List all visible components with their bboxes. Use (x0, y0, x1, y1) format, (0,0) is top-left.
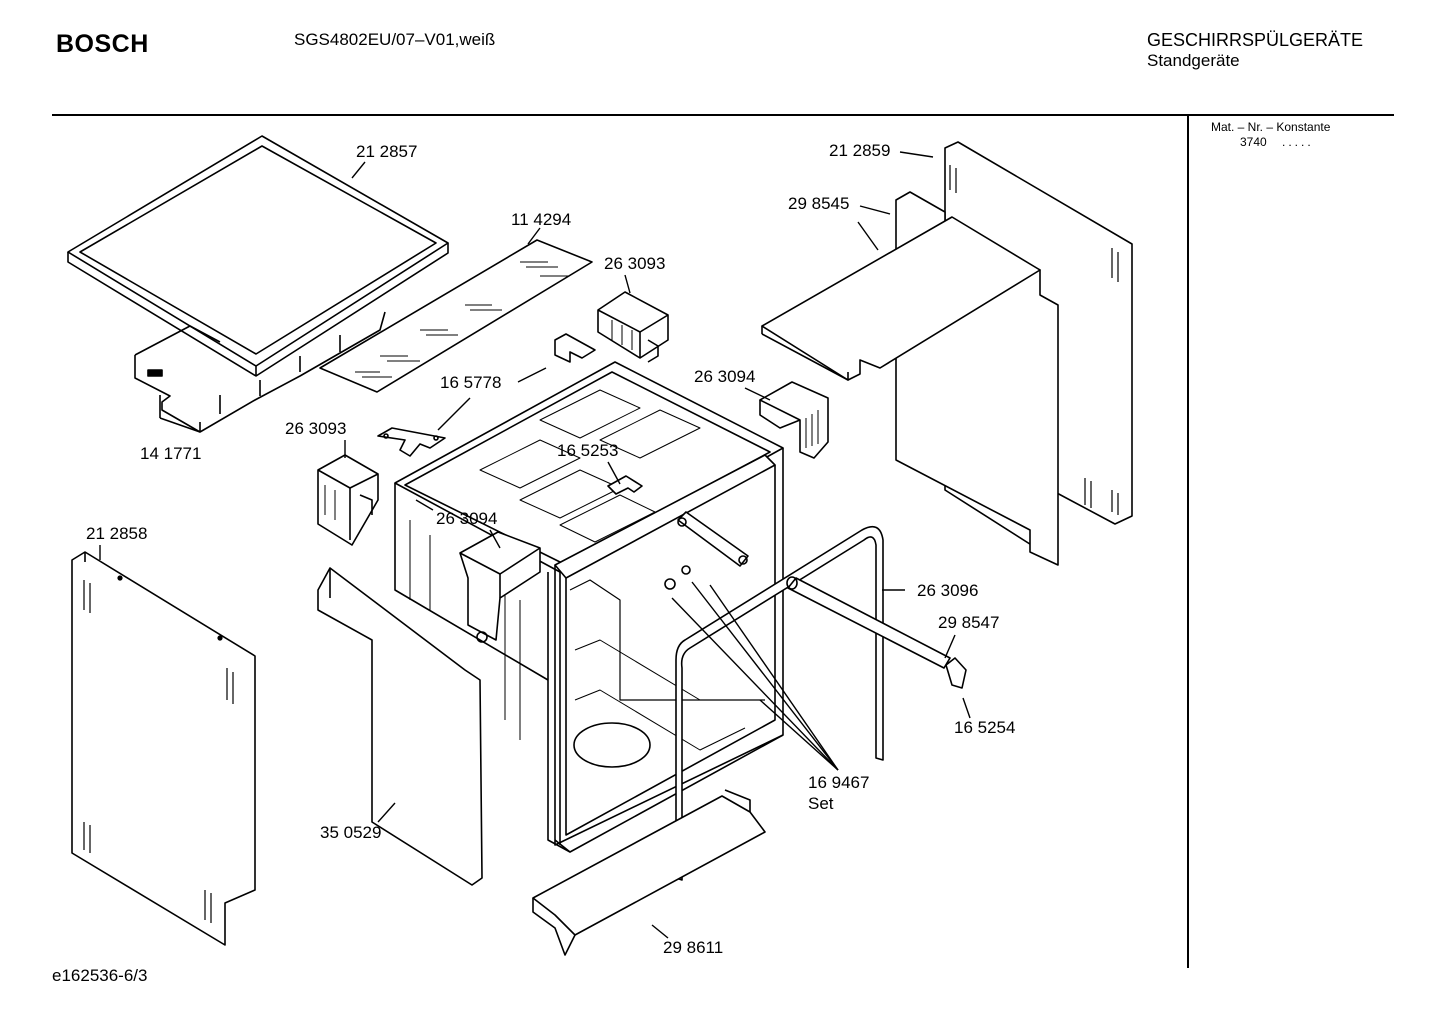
part-label-insulation-mat: 11 4294 (511, 210, 572, 229)
part-label-end-cap: 16 5254 (954, 718, 1016, 737)
insulation-tray-shape (135, 312, 385, 432)
part-label-screw-set-suffix: Set (808, 794, 834, 813)
mounting-plate-shape (555, 334, 595, 362)
part-label-side-panel-right: 21 2859 (829, 141, 891, 160)
sidebar-divider (1187, 115, 1189, 968)
part-label-mounting-plate: 16 5778 (440, 373, 502, 392)
front-panel-shape (318, 568, 482, 885)
part-label-front-panel: 35 0529 (320, 823, 382, 842)
base-strip-shape (533, 790, 765, 955)
part-label-screw-set: 16 9467 (808, 773, 870, 792)
category-title: GESCHIRRSPÜLGERÄTE (1147, 30, 1364, 50)
bracket-left-shape (318, 455, 378, 545)
door-seal-shape (676, 527, 883, 880)
latch-shape (608, 476, 642, 494)
model-number: SGS4802EU/07–V01,weiß (294, 30, 496, 49)
mounting-plate-left-shape (378, 428, 445, 456)
part-label-right-insulation: 29 8545 (788, 194, 850, 213)
part-label-cross-tube: 29 8547 (938, 613, 1000, 632)
header-divider (52, 114, 1394, 116)
part-label-hinge-cover-left: 26 3094 (436, 509, 498, 528)
part-label-base-strip: 29 8611 (663, 938, 724, 957)
brand-logo: BOSCH (56, 30, 149, 58)
document-id: e162536-6/3 (52, 966, 148, 985)
end-cap-shape (946, 658, 966, 688)
insulation-mat-shape (320, 240, 592, 392)
bracket-top-shape (598, 292, 668, 362)
part-label-bracket-top: 26 3093 (604, 254, 666, 273)
leader-lines (100, 152, 970, 938)
part-label-bracket-left: 26 3093 (285, 419, 347, 438)
right-insulation-shape (762, 192, 1058, 565)
mat-nr-label: Mat. – Nr. – Konstante (1211, 120, 1331, 134)
part-label-top-cover: 21 2857 (356, 142, 418, 161)
part-label-hinge-cover-right: 26 3094 (694, 367, 756, 386)
subcategory-title: Standgeräte (1147, 51, 1240, 70)
tub-shape (395, 362, 783, 852)
hinge-cover-right-shape (760, 382, 828, 458)
part-label-door-seal: 26 3096 (917, 581, 979, 600)
hinge-arm-shape (665, 512, 748, 589)
cross-tube-shape (787, 577, 950, 668)
side-panel-left-shape (72, 552, 255, 945)
part-label-insulation-tray: 14 1771 (140, 444, 202, 463)
hinge-cover-left-shape (460, 532, 540, 642)
part-label-latch-part: 16 5253 (557, 441, 619, 460)
constant-dots: ..... (1282, 135, 1314, 149)
part-label-side-panel-left: 21 2858 (86, 524, 148, 543)
constant-value: 3740 (1240, 135, 1267, 149)
